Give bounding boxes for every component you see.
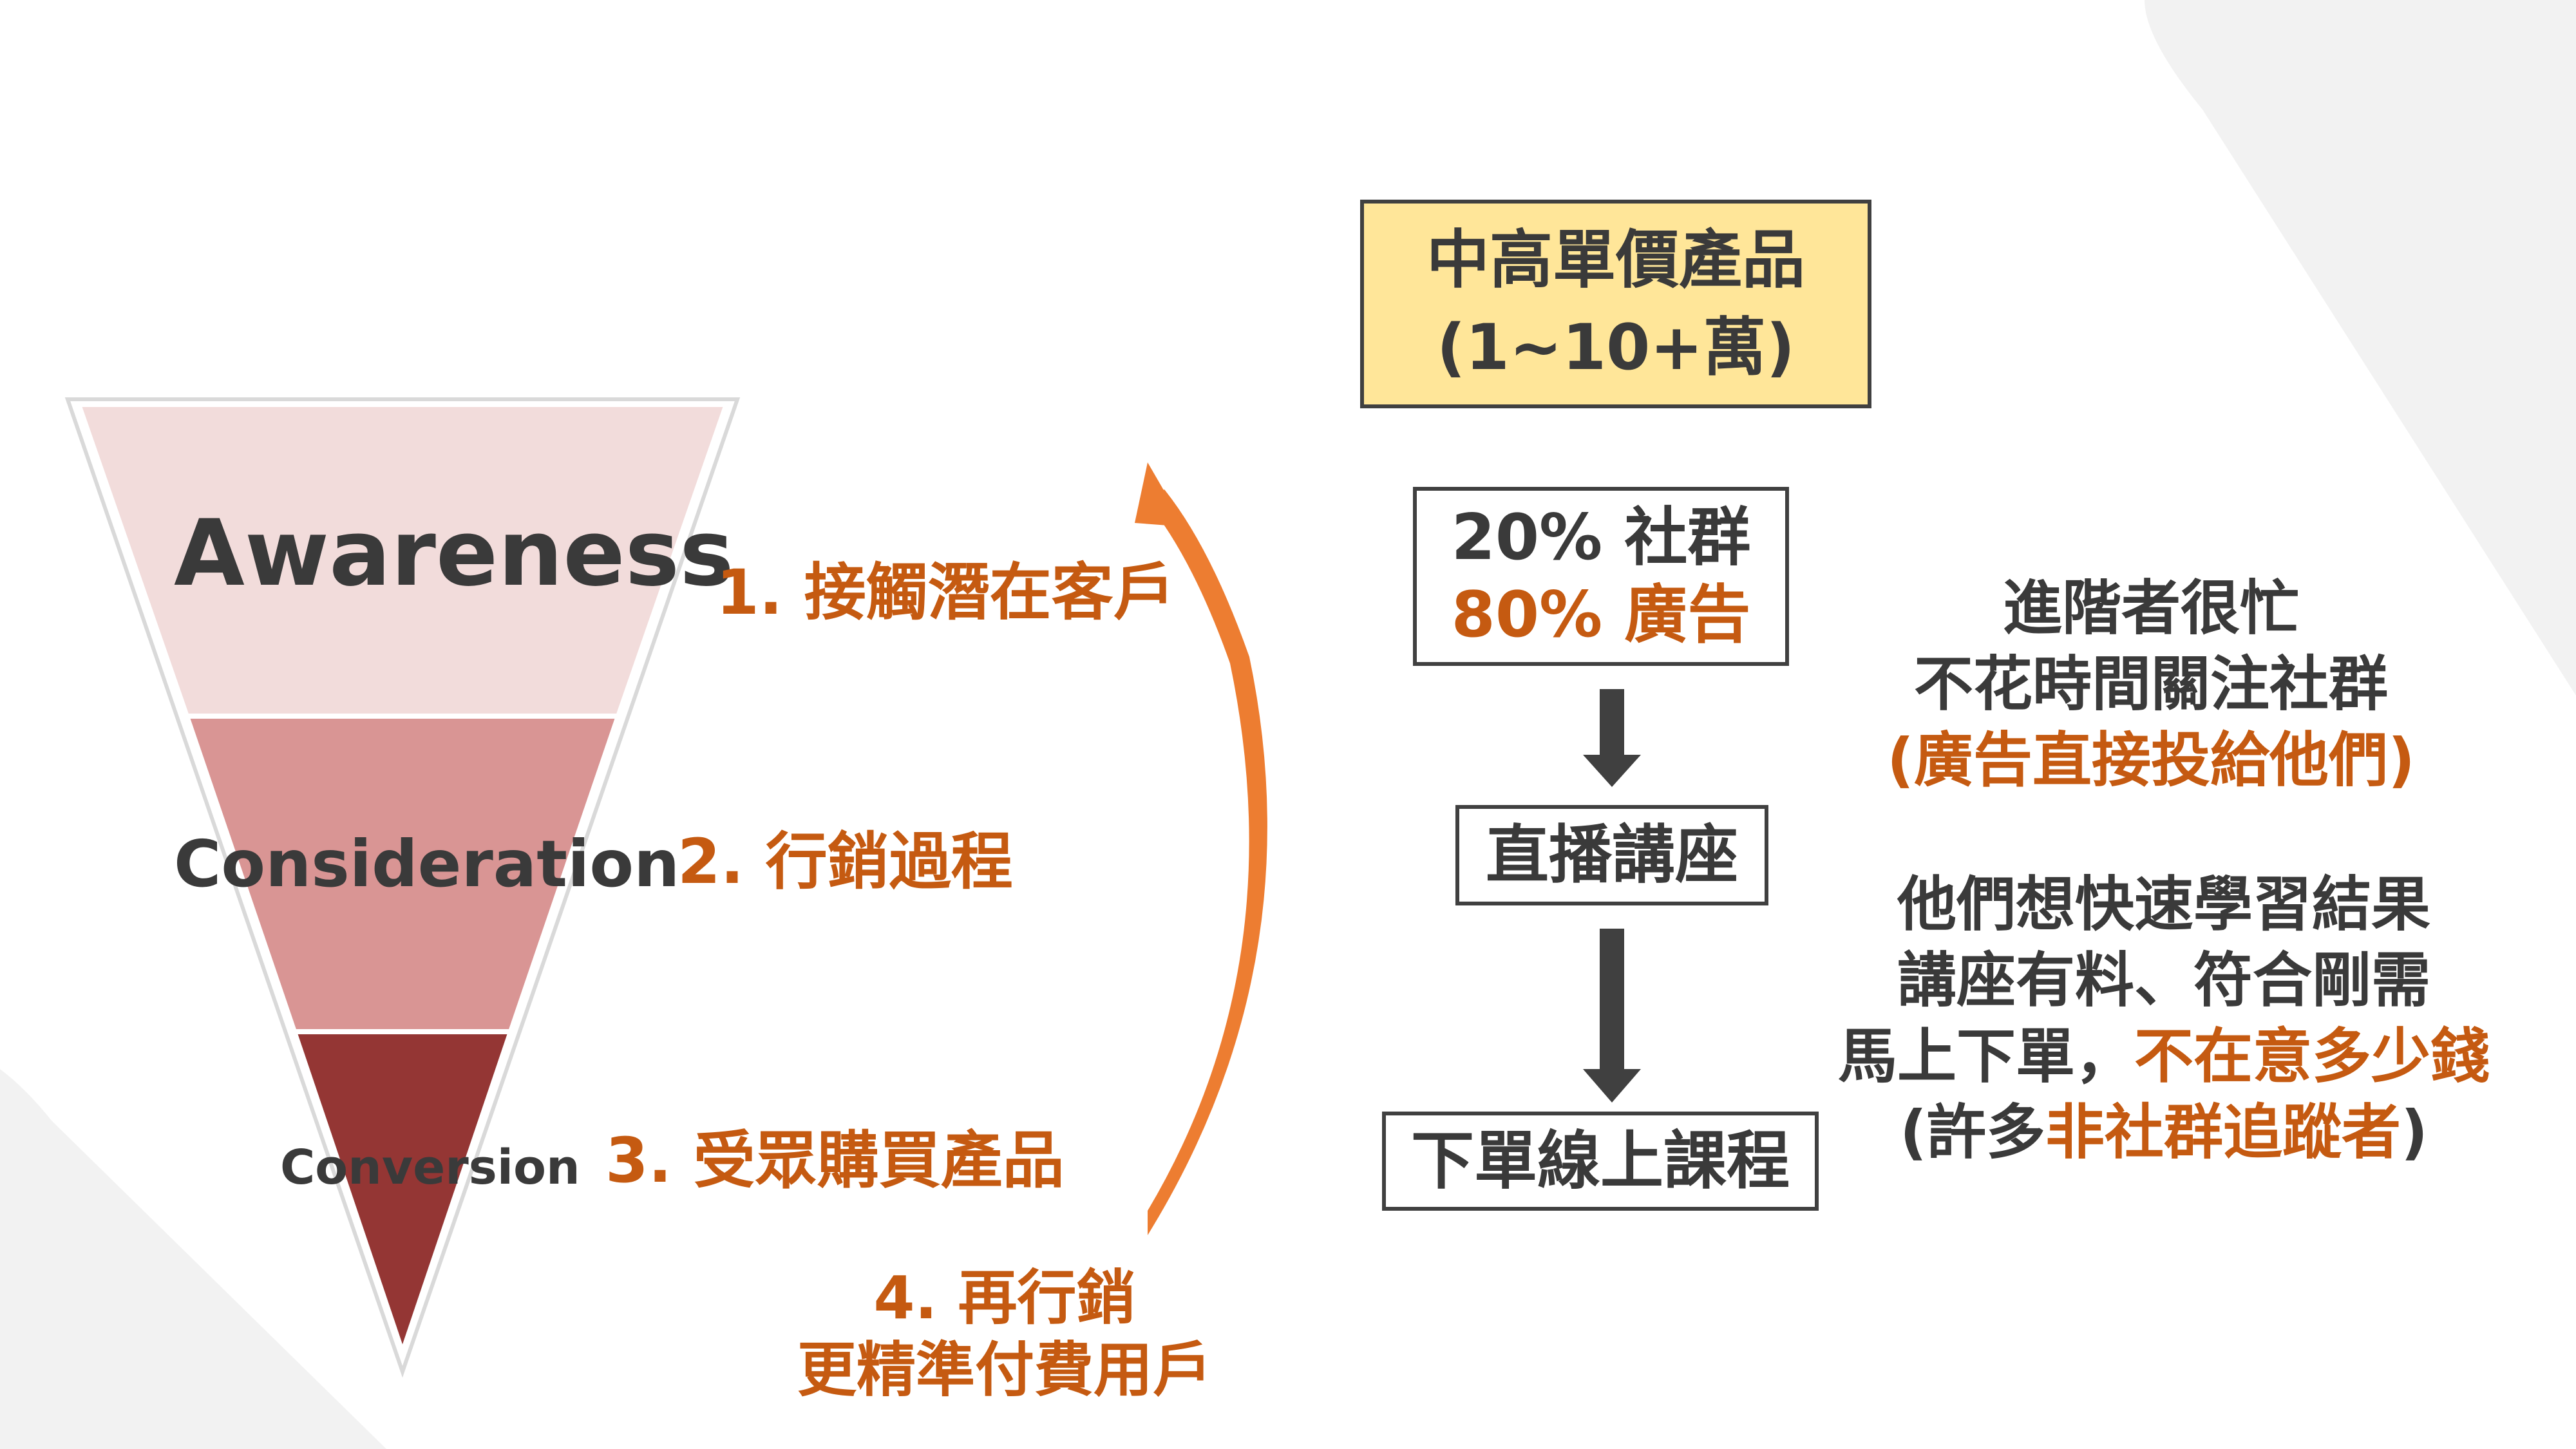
note1-line-2: 不花時間關注社群 — [1913, 650, 2388, 719]
note2-line-4-c: ) — [2401, 1098, 2429, 1167]
note1-line-3: (廣告直接投給他們) — [1886, 726, 2416, 795]
note2-line-3-b: 不在意多少錢 — [2134, 1022, 2490, 1091]
step-4-line-2: 更精準付費用戶 — [797, 1336, 1212, 1405]
remarketing-arc-arrow — [1146, 489, 1267, 1235]
live-lecture-label: 直播講座 — [1485, 819, 1738, 892]
step-1-label: 1. 接觸潛在客戶 — [716, 556, 1175, 629]
funnel-stage-conversion — [290, 1029, 515, 1361]
traffic-ads-line: 80% 廣告 — [1451, 578, 1751, 652]
traffic-social-line: 20% 社群 — [1451, 501, 1751, 574]
note-quick-results: 他們想快速學習結果 講座有料、符合剛需 馬上下單，不在意多少錢 (許多非社群追蹤… — [1790, 867, 2537, 1171]
stage-label-conversion: Conversion — [280, 1140, 580, 1195]
step-3-label: 3. 受眾購買產品 — [605, 1124, 1065, 1197]
remarketing-arrow-head — [1135, 462, 1185, 527]
product-box-line-1: 中高單價產品 — [1426, 223, 1805, 297]
stage-label-awareness: Awareness — [174, 500, 734, 607]
note2-line-1: 他們想快速學習結果 — [1897, 870, 2430, 939]
note2-line-4: (許多非社群追蹤者) — [1790, 1095, 2537, 1171]
note2-line-3: 馬上下單，不在意多少錢 — [1790, 1019, 2537, 1095]
note2-line-4-b: 非社群追蹤者 — [2045, 1098, 2401, 1167]
stage-label-consideration: Consideration — [174, 826, 680, 902]
background-corner-top-right — [2145, 0, 2576, 696]
note2-line-3-a: 馬上下單， — [1837, 1022, 2134, 1091]
note1-line-1: 進階者很忙 — [2002, 574, 2299, 643]
order-course-box: 下單線上課程 — [1382, 1112, 1819, 1211]
note2-line-4-a: (許多 — [1899, 1098, 2045, 1167]
note2-line-2: 講座有料、符合剛需 — [1897, 946, 2430, 1015]
down-arrow-1 — [1583, 689, 1641, 787]
product-box-line-2: (1~10+萬) — [1436, 311, 1795, 384]
traffic-source-box: 20% 社群 80% 廣告 — [1413, 487, 1789, 666]
note-busy-advanced: 進階者很忙 不花時間關注社群 (廣告直接投給他們) — [1810, 571, 2492, 799]
background-corner-bottom-left — [0, 1069, 386, 1449]
step-2-label: 2. 行銷過程 — [677, 826, 1013, 898]
product-box: 中高單價產品 (1~10+萬) — [1360, 200, 1871, 408]
down-arrow-2 — [1583, 929, 1641, 1103]
step-4-line-1: 4. 再行銷 — [873, 1264, 1136, 1332]
order-course-label: 下單線上課程 — [1410, 1124, 1790, 1198]
step-4-label: 4. 再行銷 更精準付費用戶 — [773, 1262, 1236, 1406]
live-lecture-box: 直播講座 — [1455, 805, 1768, 905]
